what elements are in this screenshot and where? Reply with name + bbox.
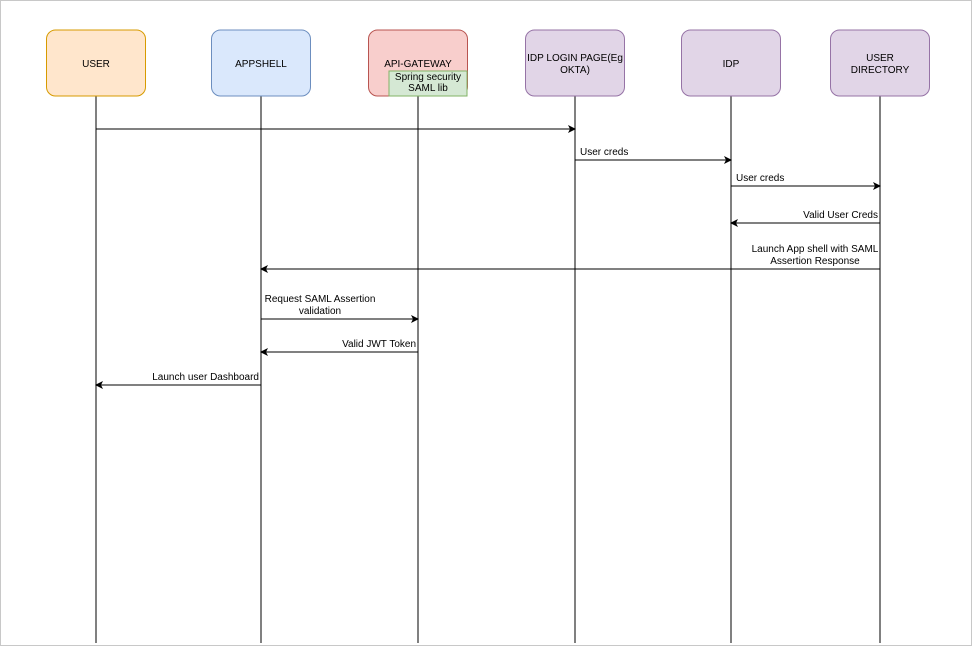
participant-label: IDP LOGIN PAGE(Eg <box>527 53 623 64</box>
participant-label: IDP <box>723 59 740 70</box>
message-2[interactable]: User creds <box>575 147 732 164</box>
message-3[interactable]: User creds <box>731 173 881 190</box>
message-label: Launch App shell with SAML <box>752 244 879 255</box>
message-label: validation <box>299 306 341 317</box>
message-label: User creds <box>580 147 628 158</box>
participant-appshell[interactable]: APPSHELL <box>211 29 311 97</box>
component-label: Spring security <box>395 72 461 83</box>
participant-box <box>830 29 930 97</box>
participant-box <box>525 29 625 97</box>
participant-label: USER <box>82 59 110 70</box>
message-label: Assertion Response <box>770 256 860 267</box>
participant-label: DIRECTORY <box>851 65 910 76</box>
message-4[interactable]: Valid User Creds <box>730 210 880 227</box>
participant-label: APPSHELL <box>235 59 287 70</box>
component-box <box>388 70 468 97</box>
message-label: Valid JWT Token <box>342 339 416 350</box>
message-label: Valid User Creds <box>803 210 878 221</box>
participant-user[interactable]: USER <box>46 29 146 97</box>
participant-label: API-GATEWAY <box>384 59 452 70</box>
message-7[interactable]: Valid JWT Token <box>260 339 418 356</box>
message-label: User creds <box>736 173 784 184</box>
message-label: Request SAML Assertion <box>265 294 376 305</box>
participant-box <box>211 29 311 97</box>
message-8[interactable]: Launch user Dashboard <box>95 372 261 389</box>
participant-box <box>681 29 781 97</box>
participant-label: USER <box>866 53 894 64</box>
message-label: Launch user Dashboard <box>152 372 259 383</box>
participant-box <box>46 29 146 97</box>
component-label: SAML lib <box>408 83 448 94</box>
participant-label: OKTA) <box>560 65 590 76</box>
participant-idp[interactable]: IDP <box>681 29 781 97</box>
